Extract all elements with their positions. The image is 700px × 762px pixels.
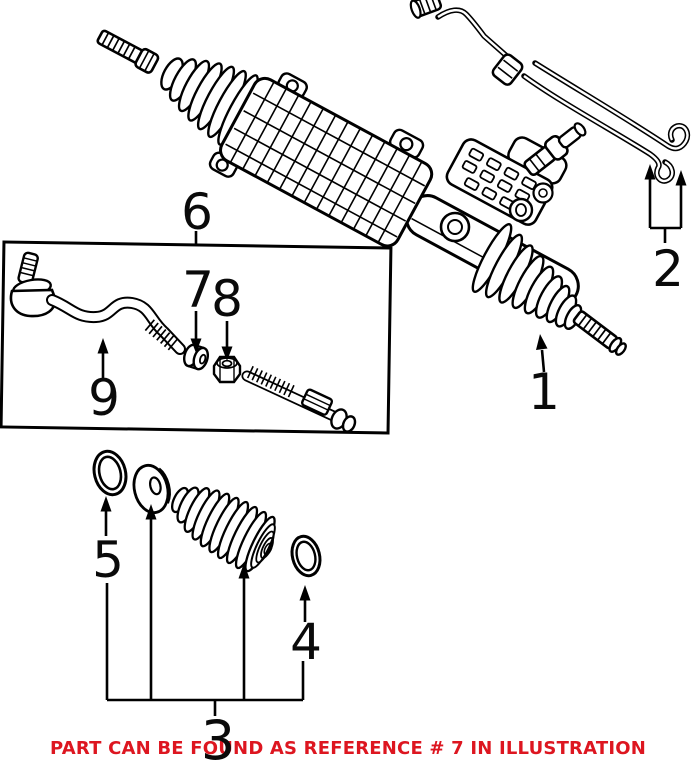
callout-6: 6 — [181, 183, 213, 241]
dust-washer — [132, 463, 171, 515]
arrow-7 — [190, 311, 202, 353]
arrow-boot — [238, 563, 250, 700]
callout-2: 2 — [652, 240, 684, 298]
callout-8: 8 — [211, 270, 243, 328]
arrow-4 — [299, 585, 311, 622]
arrow-2a — [644, 164, 656, 228]
steering-rack-assembly — [96, 29, 627, 356]
tie-rod-end — [9, 251, 186, 355]
callout-arrows — [97, 164, 687, 716]
tie-rod-group — [9, 251, 357, 433]
callout-7: 7 — [182, 261, 214, 319]
note-text: PART CAN BE FOUND AS REFERENCE # 7 IN IL… — [50, 738, 646, 759]
union-fitting-icon — [491, 53, 524, 86]
bracket-3 — [105, 583, 305, 716]
arrow-1 — [536, 334, 548, 373]
callout-4: 4 — [290, 613, 322, 671]
nut-part-8 — [212, 355, 242, 384]
callout-1: 1 — [528, 363, 560, 421]
arrow-washer — [145, 504, 157, 700]
seal-ring-4 — [290, 534, 322, 578]
left-threaded-tip — [96, 29, 160, 74]
boot-kit-group — [92, 449, 322, 578]
inner-tie-rod — [241, 365, 357, 433]
input-shaft — [523, 122, 587, 176]
bracket-2 — [650, 226, 681, 243]
callout-5: 5 — [92, 531, 124, 589]
callout-3: 3 — [201, 709, 235, 762]
seal-ring-5 — [92, 449, 128, 497]
arrow-5 — [100, 496, 112, 536]
callout-labels: 1 2 3 4 5 6 7 8 9 — [88, 183, 684, 762]
arrow-9 — [97, 338, 109, 380]
right-boot — [471, 223, 583, 331]
arrow-2b — [675, 170, 687, 228]
banjo-fitting-icon — [409, 0, 443, 19]
pressure-lines — [409, 0, 691, 184]
right-threaded-tip — [572, 310, 627, 356]
callout-9: 9 — [88, 369, 120, 427]
bellows-boot-3 — [171, 486, 276, 573]
arrow-8 — [221, 321, 233, 361]
